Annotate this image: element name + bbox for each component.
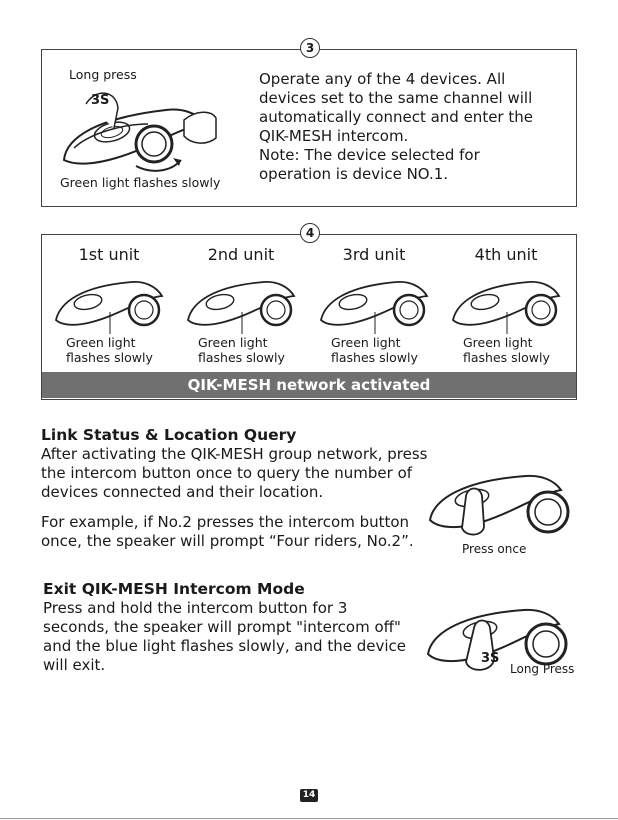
link-status-text: After activating the QIK-MESH group netw… bbox=[41, 445, 427, 502]
long-press-caption: Long Press bbox=[510, 662, 575, 676]
desc-line: QIK-MESH intercom. bbox=[259, 127, 409, 145]
network-activated-banner: QIK-MESH network activated bbox=[42, 372, 576, 398]
section-4-number: 4 bbox=[300, 223, 320, 243]
link-status-heading: Link Status & Location Query bbox=[41, 426, 297, 444]
unit-3-caption-line2: flashes slowly bbox=[331, 350, 418, 365]
example-line: For example, if No.2 presses the interco… bbox=[41, 513, 410, 531]
press-once-illustration bbox=[428, 474, 570, 536]
green-light-label: Green light flashes slowly bbox=[60, 175, 221, 190]
unit-2-device-illustration bbox=[187, 281, 296, 334]
unit-1-device-illustration bbox=[55, 281, 164, 334]
long-press-label: Long press bbox=[69, 67, 137, 82]
exit-mode-line: seconds, the speaker will prompt "interc… bbox=[43, 618, 401, 636]
desc-line: devices set to the same channel will bbox=[259, 89, 533, 107]
page-number: 14 bbox=[300, 789, 318, 802]
unit-3-device-illustration bbox=[320, 281, 429, 334]
link-status-example: For example, if No.2 presses the interco… bbox=[41, 513, 414, 551]
helmet-device-illustration bbox=[62, 92, 217, 172]
unit-4-device-illustration bbox=[452, 281, 561, 334]
unit-2-caption-line1: Green light bbox=[198, 335, 268, 350]
unit-4-caption: Green light flashes slowly bbox=[463, 335, 550, 365]
unit-3-title: 3rd unit bbox=[342, 245, 406, 264]
unit-3-caption: Green light flashes slowly bbox=[331, 335, 418, 365]
unit-1-title: 1st unit bbox=[78, 245, 140, 264]
section-3-description: Operate any of the 4 devices. All device… bbox=[259, 70, 533, 184]
section-3-number: 3 bbox=[300, 38, 320, 58]
desc-line: Operate any of the 4 devices. All bbox=[259, 70, 506, 88]
long-press-illustration bbox=[426, 608, 568, 671]
link-status-line: devices connected and their location. bbox=[41, 483, 324, 501]
footer-rule bbox=[0, 818, 618, 819]
desc-line: automatically connect and enter the bbox=[259, 108, 533, 126]
unit-1-caption-line2: flashes slowly bbox=[66, 350, 153, 365]
unit-4-caption-line1: Green light bbox=[463, 335, 533, 350]
exit-mode-line: and the blue light flashes slowly, and t… bbox=[43, 637, 407, 655]
unit-3-caption-line1: Green light bbox=[331, 335, 401, 350]
press-once-caption: Press once bbox=[462, 542, 527, 556]
unit-2-caption-line2: flashes slowly bbox=[198, 350, 285, 365]
press-badge-3s: 3S bbox=[91, 93, 110, 108]
unit-1-caption: Green light flashes slowly bbox=[66, 335, 153, 365]
unit-4-caption-line2: flashes slowly bbox=[463, 350, 550, 365]
exit-mode-line: will exit. bbox=[43, 656, 106, 674]
desc-line: operation is device NO.1. bbox=[259, 165, 449, 183]
unit-2-caption: Green light flashes slowly bbox=[198, 335, 285, 365]
exit-mode-text: Press and hold the intercom button for 3… bbox=[43, 599, 406, 675]
exit-mode-line: Press and hold the intercom button for 3 bbox=[43, 599, 348, 617]
example-line: once, the speaker will prompt “Four ride… bbox=[41, 532, 414, 550]
unit-2-title: 2nd unit bbox=[207, 245, 275, 264]
long-press-badge-3s: 3S bbox=[481, 651, 500, 666]
link-status-line: After activating the QIK-MESH group netw… bbox=[41, 445, 428, 463]
unit-1-caption-line1: Green light bbox=[66, 335, 136, 350]
exit-mode-heading: Exit QIK-MESH Intercom Mode bbox=[43, 580, 305, 598]
unit-4-title: 4th unit bbox=[474, 245, 538, 264]
desc-line: Note: The device selected for bbox=[259, 146, 480, 164]
link-status-line: the intercom button once to query the nu… bbox=[41, 464, 413, 482]
